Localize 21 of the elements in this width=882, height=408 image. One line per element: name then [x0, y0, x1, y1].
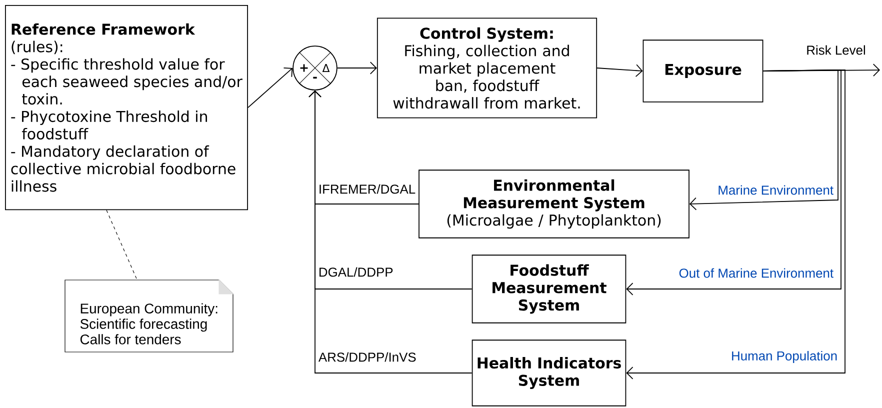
- system-box: Foodstuff Measurement System: [472, 254, 626, 324]
- edge-label: Human Population: [732, 350, 837, 364]
- system-box: Health Indicators System: [472, 340, 626, 406]
- edge-label: Risk Level: [807, 45, 865, 55]
- arrow: [336, 62, 377, 74]
- edge-label: Marine Environment: [718, 185, 834, 195]
- arrow: [689, 70, 838, 210]
- system-box: Environmental Measurement System (Microalgae / Phytoplankton): [418, 170, 690, 238]
- edge-label: IFREMER/DGAL: [320, 184, 416, 194]
- arrow: [626, 70, 846, 380]
- edge-label: Out of Marine Environment: [679, 268, 834, 278]
- arrow: [308, 90, 472, 374]
- edge-label: ARS/DDPP/InVS: [318, 352, 416, 362]
- arrow: [596, 64, 643, 77]
- system-box: Control System: Fishing, collection and market placement ban, foodstuff withdrawall from market.: [376, 18, 598, 118]
- leader-line: [106, 210, 138, 280]
- edge-label: DGAL/DDPP: [320, 267, 393, 277]
- arrow: [248, 67, 293, 108]
- system-box: Exposure: [642, 40, 764, 102]
- arrow: [626, 70, 842, 296]
- framework-box: Reference Framework (rules): - Specific threshold value for each seaweed species and/or toxin. - Phycotoxine Threshold in foodstuff - Mandatory declaration of collective microbial foodborne illness: [5, 5, 248, 210]
